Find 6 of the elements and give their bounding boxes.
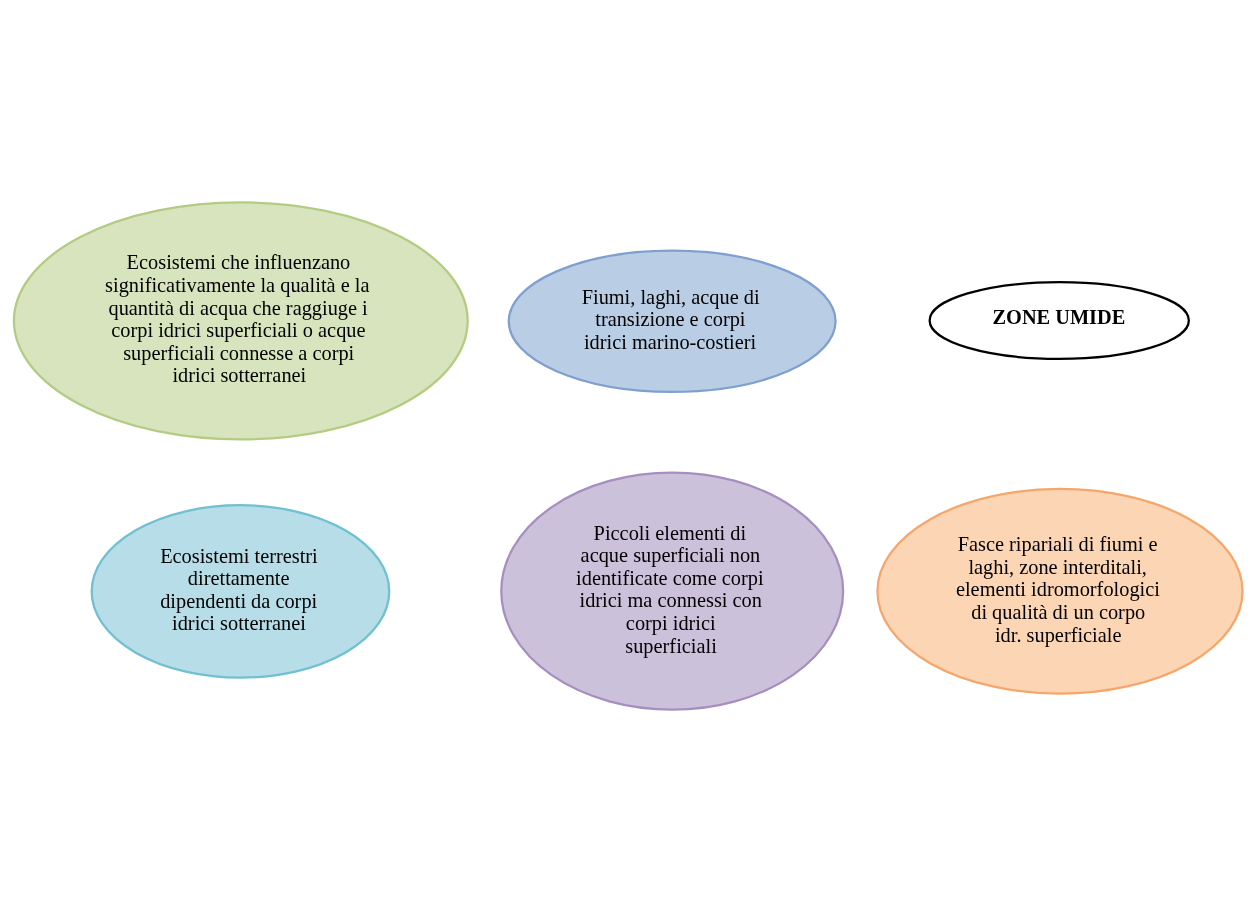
node-ellipse: ZONE UMIDE bbox=[928, 280, 1190, 360]
node-ellipse: Fasce ripariali di fiumi e laghi, zone interditali, elementi idromorfologici di qualità di un corpo idr. superficiale bbox=[876, 487, 1244, 695]
node-ellipse: Piccoli elementi di acque superficiali non identificate come corpi idrici ma connessi con corpi idrici superficiali bbox=[500, 471, 845, 711]
node-ellipse: Fiumi, laghi, acque di transizione e corpi idrici marino-costieri bbox=[507, 249, 837, 393]
node-ellipse: Ecosistemi che influenzano significativamente la qualità e la quantità di acqua che raggiuge i corpi idrici superficiali o acque superficiali connesse a corpi idrici sotterranei bbox=[12, 200, 469, 440]
node-ellipse: Ecosistemi terrestri direttamente dipendenti da corpi idrici sotterranei bbox=[90, 503, 391, 679]
